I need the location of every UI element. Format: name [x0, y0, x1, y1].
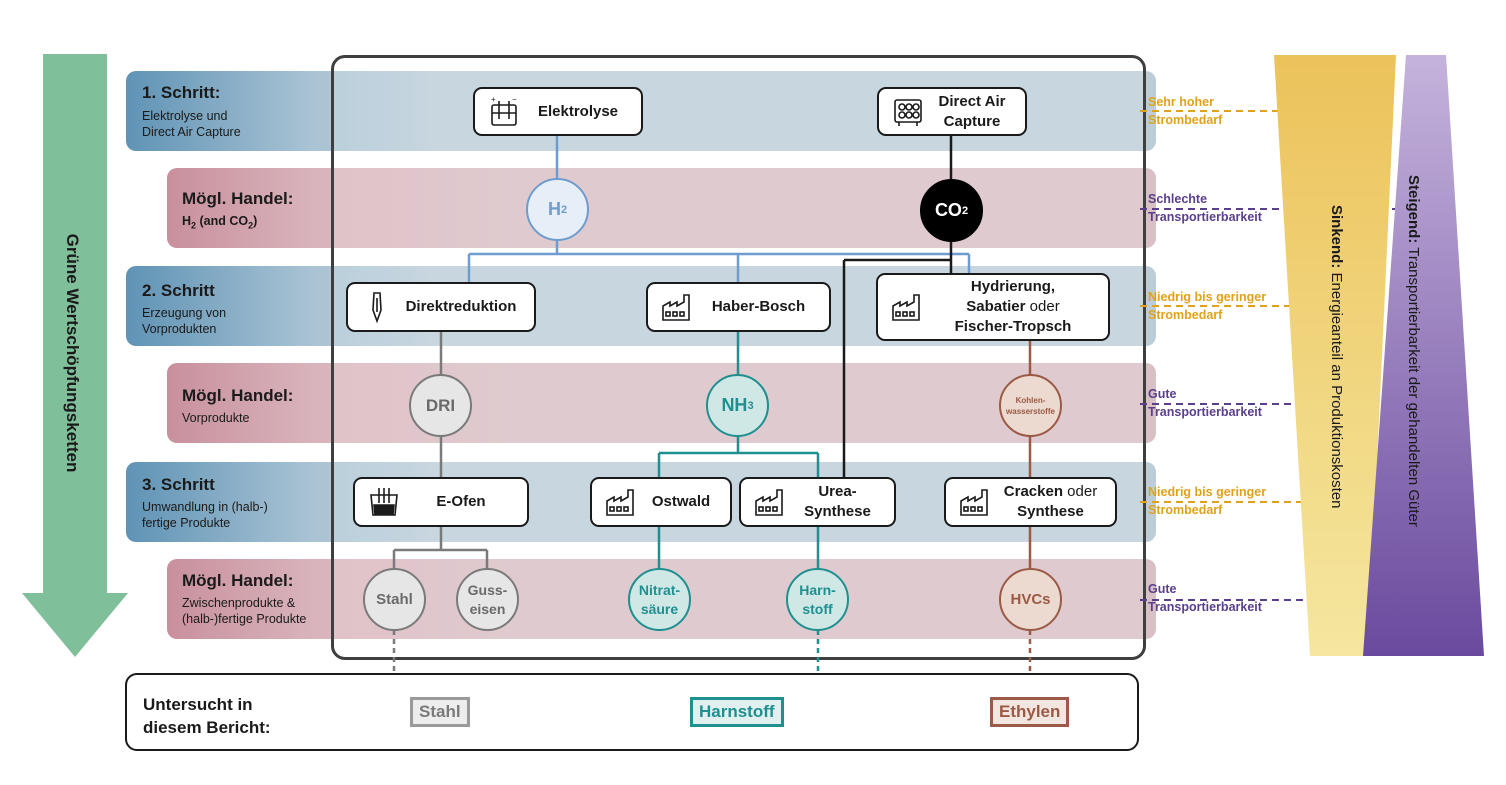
- step3-title: 3. Schritt: [142, 475, 215, 494]
- factory-icon: [662, 294, 690, 321]
- trade2-title: Mögl. Handel:: [182, 386, 294, 405]
- factory-icon: [755, 489, 783, 516]
- e-ofen-label: E-Ofen: [436, 493, 486, 510]
- cracken-label: Cracken oder Synthese: [1003, 483, 1098, 520]
- dri-node: DRI: [409, 374, 472, 437]
- e-ofen-box: E-Ofen: [353, 477, 529, 527]
- hydrierung-label: Hydrierung, Sabatier oder Fischer-Tropsc…: [954, 278, 1072, 335]
- nitratsaeure-node: Nitrat-säure: [628, 568, 691, 631]
- ostwald-box: Ostwald: [590, 477, 732, 527]
- hydrierung-box: Hydrierung, Sabatier oder Fischer-Tropsc…: [876, 273, 1110, 341]
- step2-title: 2. Schritt: [142, 281, 215, 300]
- trade3-title: Mögl. Handel:: [182, 571, 294, 590]
- factory-icon: [892, 294, 920, 321]
- green-arrow: [22, 54, 128, 657]
- trade1-sub: H2 (and CO2): [182, 214, 258, 231]
- step3-sub: Umwandlung in (halb-)fertige Produkte: [142, 500, 268, 530]
- wedge-purple-label: Steigend: Transportierbarkeit der gehand…: [1405, 175, 1422, 527]
- hvcs-node: HVCs: [999, 568, 1062, 631]
- step1-title: 1. Schritt:: [142, 83, 221, 102]
- air-capture-icon: [894, 98, 922, 126]
- urea-box: Urea-Synthese: [739, 477, 896, 527]
- cracken-box: Cracken oder Synthese: [944, 477, 1117, 527]
- svg-text:−: −: [512, 95, 517, 104]
- tag-harnstoff: Harnstoff: [690, 697, 784, 727]
- trade3-sub: Zwischenprodukte &(halb-)fertige Produkt…: [182, 596, 307, 626]
- gusseisen-node: Guss-eisen: [456, 568, 519, 631]
- factory-icon: [960, 489, 988, 516]
- tag-ethylen: Ethylen: [990, 697, 1070, 727]
- trade1-title: Mögl. Handel:: [182, 189, 294, 208]
- haber-bosch-label: Haber-Bosch: [711, 298, 806, 315]
- wedge-yellow-label: Sinkend: Energieanteil an Produktionskos…: [1328, 205, 1345, 509]
- stahl-node: Stahl: [363, 568, 426, 631]
- electrolysis-icon: +−: [491, 95, 517, 126]
- haber-bosch-box: Haber-Bosch: [646, 282, 831, 332]
- wedges: [1274, 55, 1484, 656]
- shaft-furnace-icon: [372, 292, 382, 324]
- harnstoff-node: Harn-stoff: [786, 568, 849, 631]
- svg-text:+: +: [491, 95, 496, 104]
- tag-stahl: Stahl: [410, 697, 470, 727]
- urea-label: Urea-Synthese: [804, 483, 871, 520]
- factory-icon: [606, 489, 634, 516]
- trade2-sub: Vorprodukte: [182, 411, 250, 425]
- elektrolyse-box: +− Elektrolyse: [473, 87, 643, 136]
- furnace-icon: [370, 488, 398, 516]
- kohlenwasserstoffe-node: Kohlen-wasserstoffe: [999, 374, 1062, 437]
- ostwald-label: Ostwald: [651, 493, 711, 510]
- direktreduktion-label: Direktreduktion: [405, 298, 517, 315]
- elektrolyse-label: Elektrolyse: [537, 102, 619, 120]
- direktreduktion-box: Direktreduktion: [346, 282, 536, 332]
